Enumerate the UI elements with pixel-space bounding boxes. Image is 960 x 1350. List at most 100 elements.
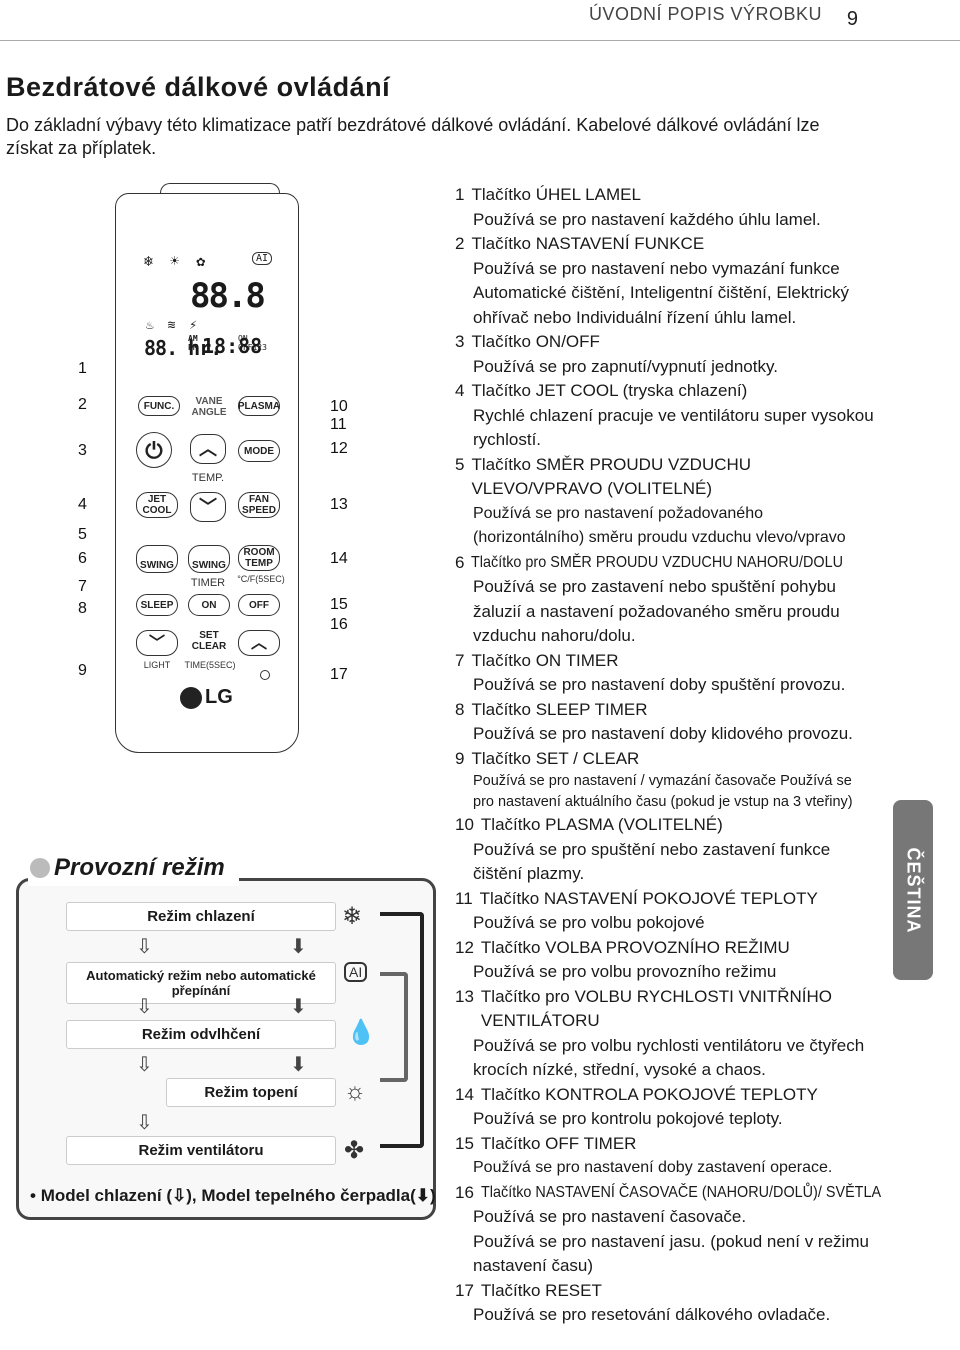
ai-icon: AI [344,962,368,982]
page-number: 9 [846,8,858,30]
item-title-text: Tlačítko SET / CLEAR [471,748,640,768]
fan-speed-button[interactable]: FAN SPEED [238,492,280,518]
callout-12: 12 [330,440,348,457]
lcd-ai-icon: AI [252,252,273,265]
item-title-text: Tlačítko SLEEP TIMER [471,699,648,719]
temp-down-button[interactable]: ﹀ [190,492,226,522]
item-number: 2 [455,234,465,253]
callout-17: 17 [330,666,348,683]
item-title-text: Tlačítko JET COOL (tryska chlazení) [471,381,748,400]
item-number: 17 [455,1280,474,1300]
item-number: 15 [455,1133,474,1153]
item-title-text: Tlačítko NASTAVENÍ FUNKCE [471,234,705,253]
item-description: Používá se pro volbu provozního režimu [473,962,777,981]
jet-cool-button[interactable]: JET COOL [136,492,178,518]
item-description: Používá se pro nastavení / vymazání časo… [473,773,853,810]
callout-16: 16 [330,616,348,633]
item-title-text: Tlačítko OFF TIMER [480,1133,637,1153]
list-item: 13 Tlačítko pro VOLBU RYCHLOSTI VNITŘNÍHO… [455,985,875,1083]
item-number: 9 [455,748,465,768]
mode-button[interactable]: MODE [238,440,280,462]
chevron-up-icon: ︿ [199,438,217,459]
header-divider [0,40,960,41]
item-number: 14 [455,1084,474,1104]
off-timer-button[interactable]: OFF [238,594,280,616]
room-temp-button[interactable]: ROOM TEMP [238,545,280,571]
callout-1: 1 [78,360,87,377]
item-title: 15 Tlačítko OFF TIMER [455,1132,875,1157]
item-title: 13 Tlačítko pro VOLBU RYCHLOSTI VNITŘNÍHO… [455,985,875,1034]
item-description-extra: Používá se pro nastavení jasu. (pokud ne… [473,1231,869,1276]
vane-angle-button[interactable]: VANE ANGLE [191,396,227,418]
unit-label: °C/F(5SEC) [237,574,285,584]
on-timer-button[interactable]: ON [188,594,230,616]
lcd-timer: 88. hr. [144,336,222,360]
swing-vertical-button[interactable]: SWING [188,545,230,573]
title-dot-icon [30,858,50,878]
power-button[interactable]: ⏻ [136,432,172,468]
item-description: Používá se pro nastavení doby zastavení … [473,1159,833,1176]
power-icon: ⏻ [145,437,163,463]
mode-fan: Režim ventilátoru [66,1136,336,1165]
callout-5: 5 [78,526,87,543]
callout-11: 11 [330,416,347,433]
chevron-up-icon: ︿ [250,634,267,652]
item-number: 12 [455,937,474,957]
timer-down-button[interactable]: ﹀ [136,630,178,656]
lcd-temperature: 88.8 [190,276,266,316]
reset-button[interactable] [260,670,270,680]
callout-6: 6 [78,550,87,567]
remote-top-edge [160,183,280,195]
item-number: 6 [455,552,465,572]
item-description: Používá se pro resetování dálkového ovla… [473,1305,831,1324]
list-item: 9 Tlačítko SET / CLEAR Používá se pro nast… [455,747,875,814]
item-number: 13 [455,986,474,1006]
set-clear-button[interactable]: SET CLEAR [191,630,227,652]
arrow-down-icon: ⇩ [136,1112,153,1134]
sleep-button[interactable]: SLEEP [136,594,178,616]
item-number: 1 [455,185,465,204]
lcd-status-icons: ♨ ≋ ⚡ [146,318,201,333]
func-button[interactable]: FUNC. [138,396,180,416]
item-title: 6 Tlačítko pro SMĚR PROUDU VZDUCHU NAHORU… [455,551,875,576]
mode-auto: Automatický režim nebo automatické přepí… [66,962,336,1004]
list-item: 17 Tlačítko RESET Používá se pro resetován… [455,1279,875,1328]
item-title-text: Tlačítko NASTAVENÍ POKOJOVÉ TEPLOTY [479,888,818,908]
arrow-down-icon: ⇩ [136,936,153,958]
lcd-clock: 18:88 [202,334,263,358]
timer-up-button[interactable]: ︿ [238,630,280,656]
language-tab: ČEŠTINA [893,800,933,980]
plasma-button[interactable]: PLASMA [238,396,280,416]
operation-mode-title-wrap: Provozní režim [28,850,239,886]
chevron-down-icon: ﹀ [199,496,217,517]
temp-up-button[interactable]: ︿ [190,434,226,464]
swing-horizontal-button[interactable]: SWING [136,545,178,573]
item-title-text: Tlačítko ON TIMER [471,650,619,670]
arrow-down-icon: ⇩ [136,996,153,1018]
item-title-text: Tlačítko RESET [480,1280,602,1300]
temp-label: TEMP. [191,472,225,484]
item-description: Používá se pro nastavení časovače. [473,1207,747,1226]
item-description: Používá se pro spuštění nebo zastavení f… [473,839,831,884]
lg-logo-icon [180,686,202,709]
lcd-mode-icons: ❄ ☀ ✿ [144,252,210,270]
list-item: 15 Tlačítko OFF TIMER Používá se pro nasta… [455,1132,875,1181]
item-title-text: Tlačítko pro SMĚR PROUDU VZDUCHU NAHORU/… [471,553,844,571]
mode-dehumid: Režim odvlhčení [66,1020,336,1049]
section-title: ÚVODNÍ POPIS VÝROBKU [588,4,822,24]
fan-icon: ✤ [344,1137,365,1164]
item-title-text: Tlačítko pro VOLBU RYCHLOSTI VNITŘNÍHO V… [480,986,833,1031]
